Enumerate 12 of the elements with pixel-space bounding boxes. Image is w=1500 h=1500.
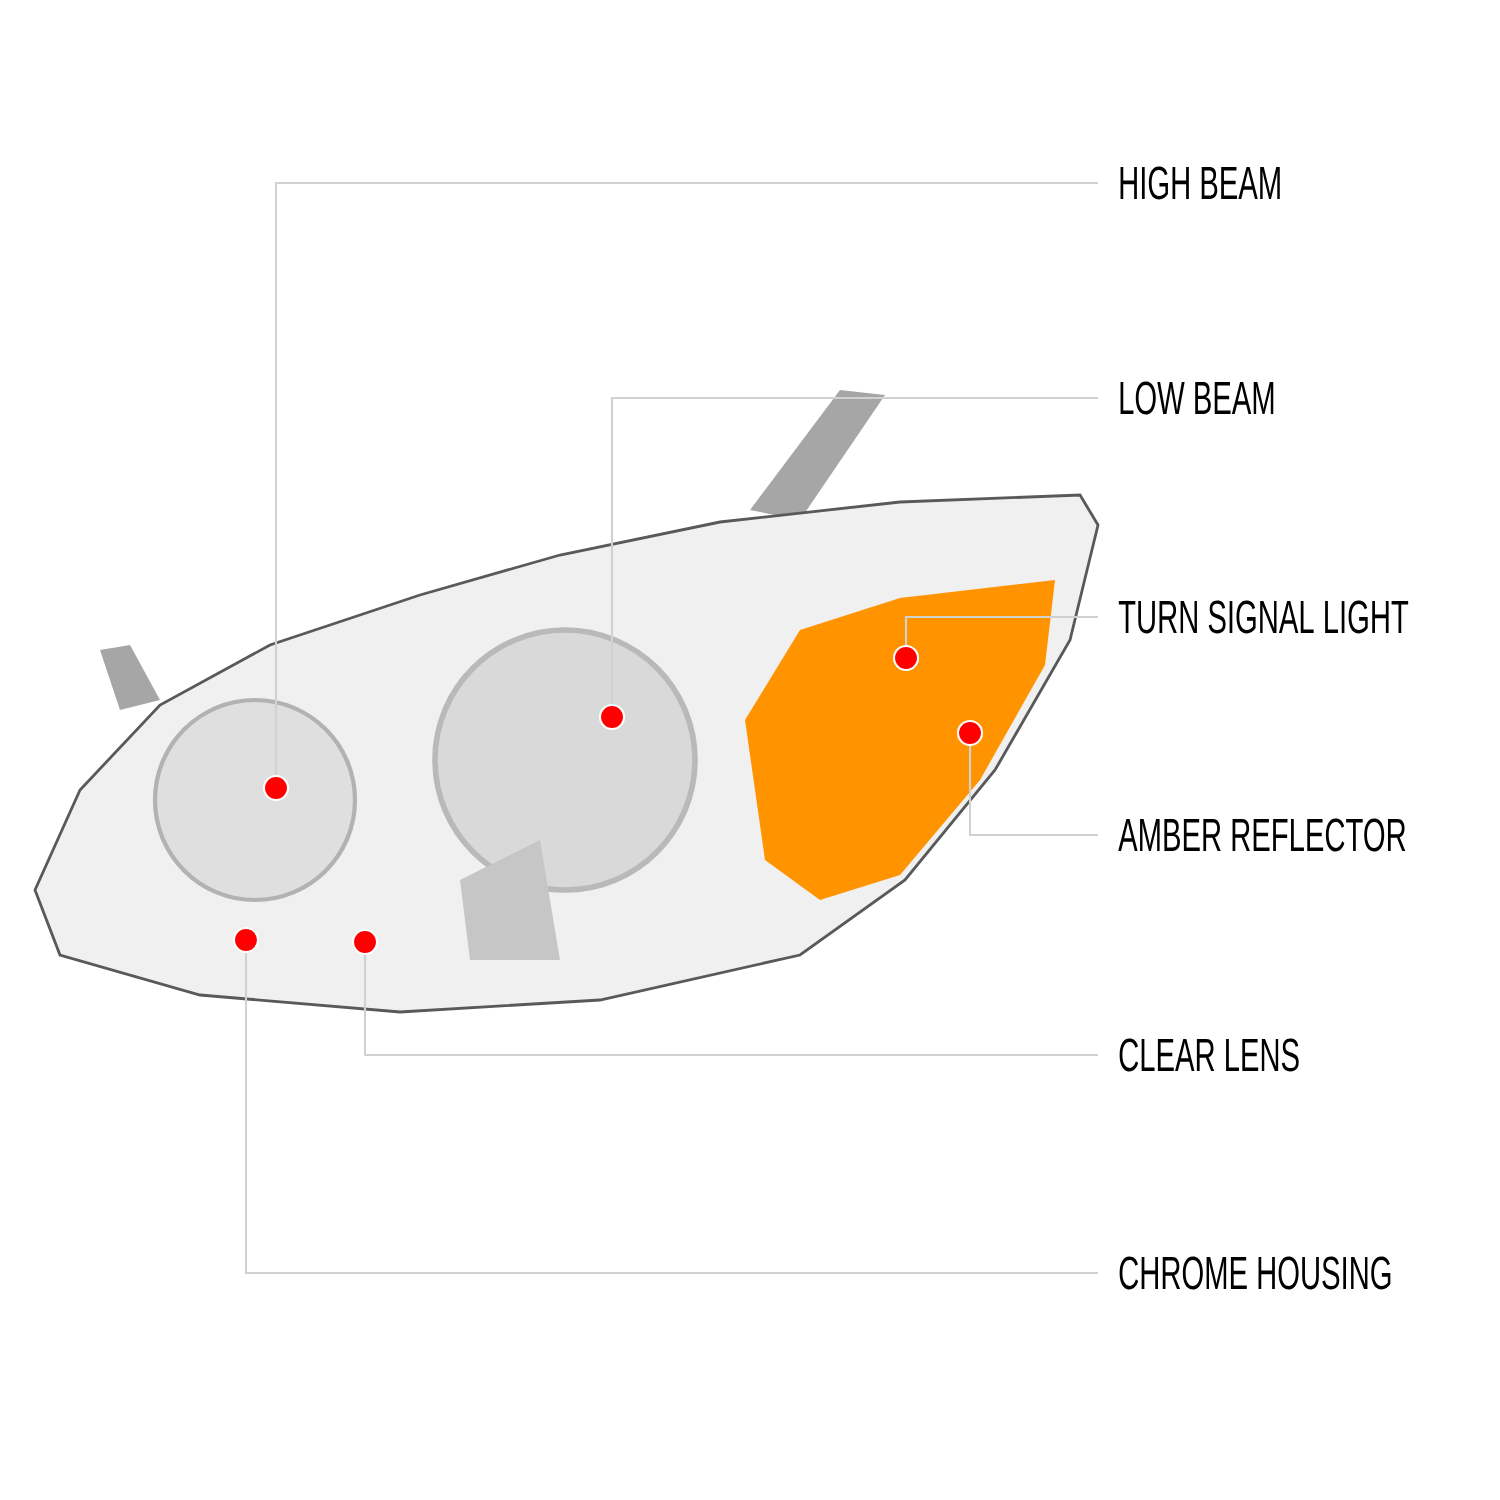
part-label: LOW BEAM (1120, 381, 1274, 415)
leader-line (968, 746, 1098, 837)
part-label: CHROME HOUSING (1119, 1256, 1391, 1290)
leader-line (904, 615, 1098, 645)
leader-line (363, 955, 1098, 1057)
leader-line (274, 181, 1098, 775)
part-label: TURN SIGNAL LIGHT (1118, 600, 1409, 634)
part-label: AMBER REFLECTOR (1118, 818, 1406, 852)
part-label: HIGH BEAM (1120, 166, 1280, 200)
leader-line (610, 396, 1098, 704)
leader-line (244, 953, 1098, 1275)
part-label: CLEAR LENS (1119, 1038, 1299, 1072)
